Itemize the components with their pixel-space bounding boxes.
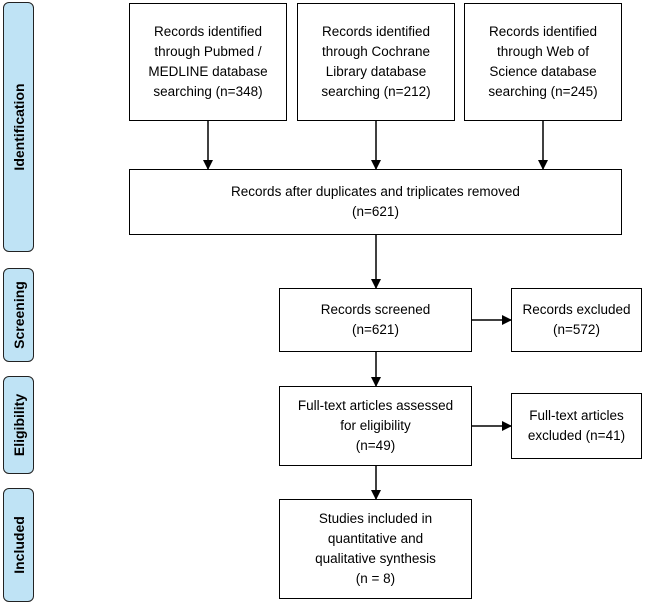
phase-eligibility: Eligibility bbox=[3, 376, 34, 474]
box-studies-included: Studies included in quantitative and qua… bbox=[279, 499, 472, 599]
box-pubmed-records-text: Records identified through Pubmed / MEDL… bbox=[148, 24, 268, 99]
box-duplicates-removed-text: Records after duplicates and triplicates… bbox=[231, 184, 520, 219]
box-records-excluded: Records excluded (n=572) bbox=[511, 288, 642, 352]
box-records-excluded-text: Records excluded (n=572) bbox=[522, 302, 631, 337]
phase-eligibility-label: Eligibility bbox=[10, 393, 27, 457]
box-pubmed-records: Records identified through Pubmed / MEDL… bbox=[129, 3, 287, 121]
box-duplicates-removed: Records after duplicates and triplicates… bbox=[129, 169, 622, 235]
box-full-text-excluded-text: Full-text articles excluded (n=41) bbox=[527, 408, 626, 443]
phase-identification-label: Identification bbox=[10, 83, 27, 171]
phase-included-label: Included bbox=[10, 516, 27, 574]
phase-screening: Screening bbox=[3, 268, 34, 362]
box-records-screened: Records screened (n=621) bbox=[279, 288, 472, 352]
box-cochrane-records: Records identified through Cochrane Libr… bbox=[297, 3, 455, 121]
box-records-screened-text: Records screened (n=621) bbox=[320, 302, 431, 337]
box-full-text-assessed-text: Full-text articles assessed for eligibil… bbox=[297, 398, 454, 453]
phase-identification: Identification bbox=[3, 2, 34, 252]
box-web-of-science-records-text: Records identified through Web of Scienc… bbox=[488, 24, 598, 99]
box-web-of-science-records: Records identified through Web of Scienc… bbox=[464, 3, 622, 121]
box-cochrane-records-text: Records identified through Cochrane Libr… bbox=[321, 24, 431, 99]
box-full-text-excluded: Full-text articles excluded (n=41) bbox=[511, 393, 642, 459]
phase-included: Included bbox=[3, 488, 34, 602]
box-full-text-assessed: Full-text articles assessed for eligibil… bbox=[279, 386, 472, 466]
box-studies-included-text: Studies included in quantitative and qua… bbox=[315, 511, 436, 586]
phase-screening-label: Screening bbox=[10, 281, 27, 349]
